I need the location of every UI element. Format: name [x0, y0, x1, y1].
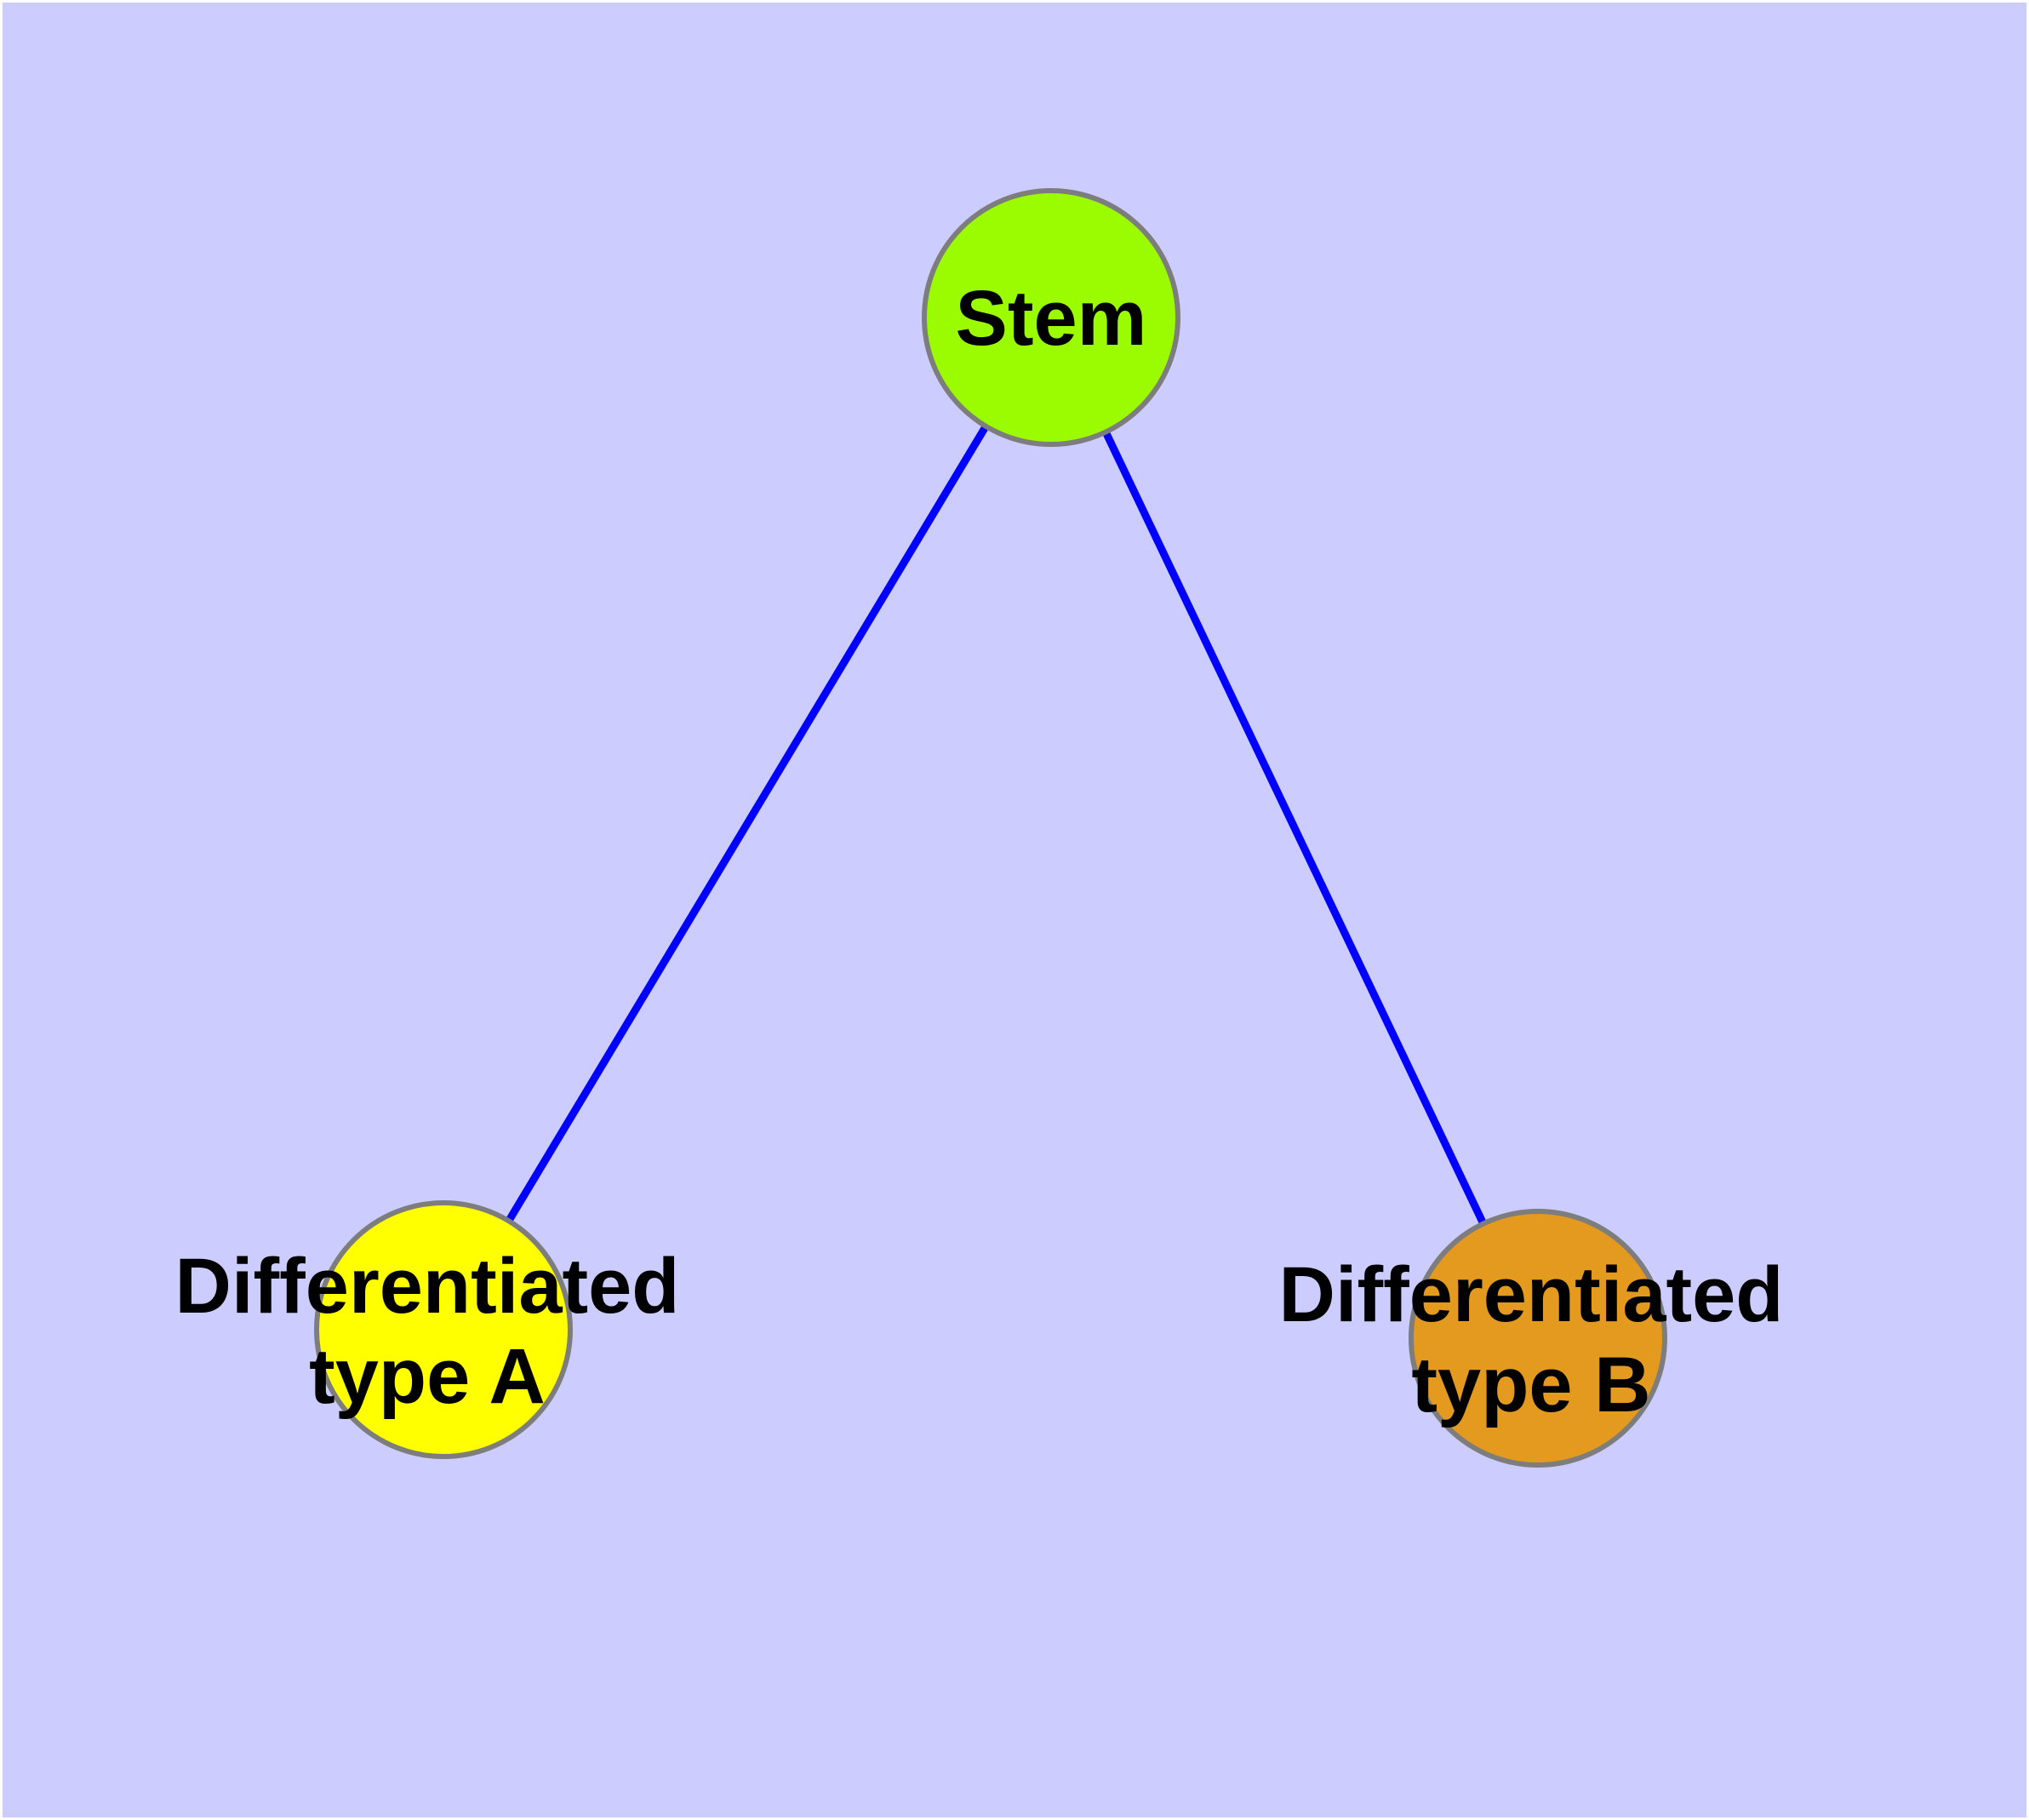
- node-stem-circle: [922, 188, 1180, 447]
- node-differentiated-type-b-label: Differentiated type B: [1279, 1250, 1784, 1430]
- node-type-a-label-line2: type A: [309, 1333, 546, 1420]
- node-differentiated-type-a-circle: [314, 1200, 573, 1459]
- node-stem-label: Stem: [956, 273, 1147, 363]
- edge-stem-to-type-a: [440, 315, 1055, 1332]
- node-differentiated-type-b-circle: [1409, 1209, 1667, 1468]
- node-stem-label-text: Stem: [955, 275, 1147, 362]
- node-type-b-label-line2: type B: [1411, 1342, 1651, 1428]
- edge-stem-to-type-b: [1047, 316, 1542, 1340]
- node-differentiated-type-a-label: Differentiated type A: [175, 1241, 680, 1422]
- node-type-b-label-line1: Differentiated: [1278, 1251, 1784, 1338]
- node-type-a-label-line1: Differentiated: [174, 1243, 680, 1330]
